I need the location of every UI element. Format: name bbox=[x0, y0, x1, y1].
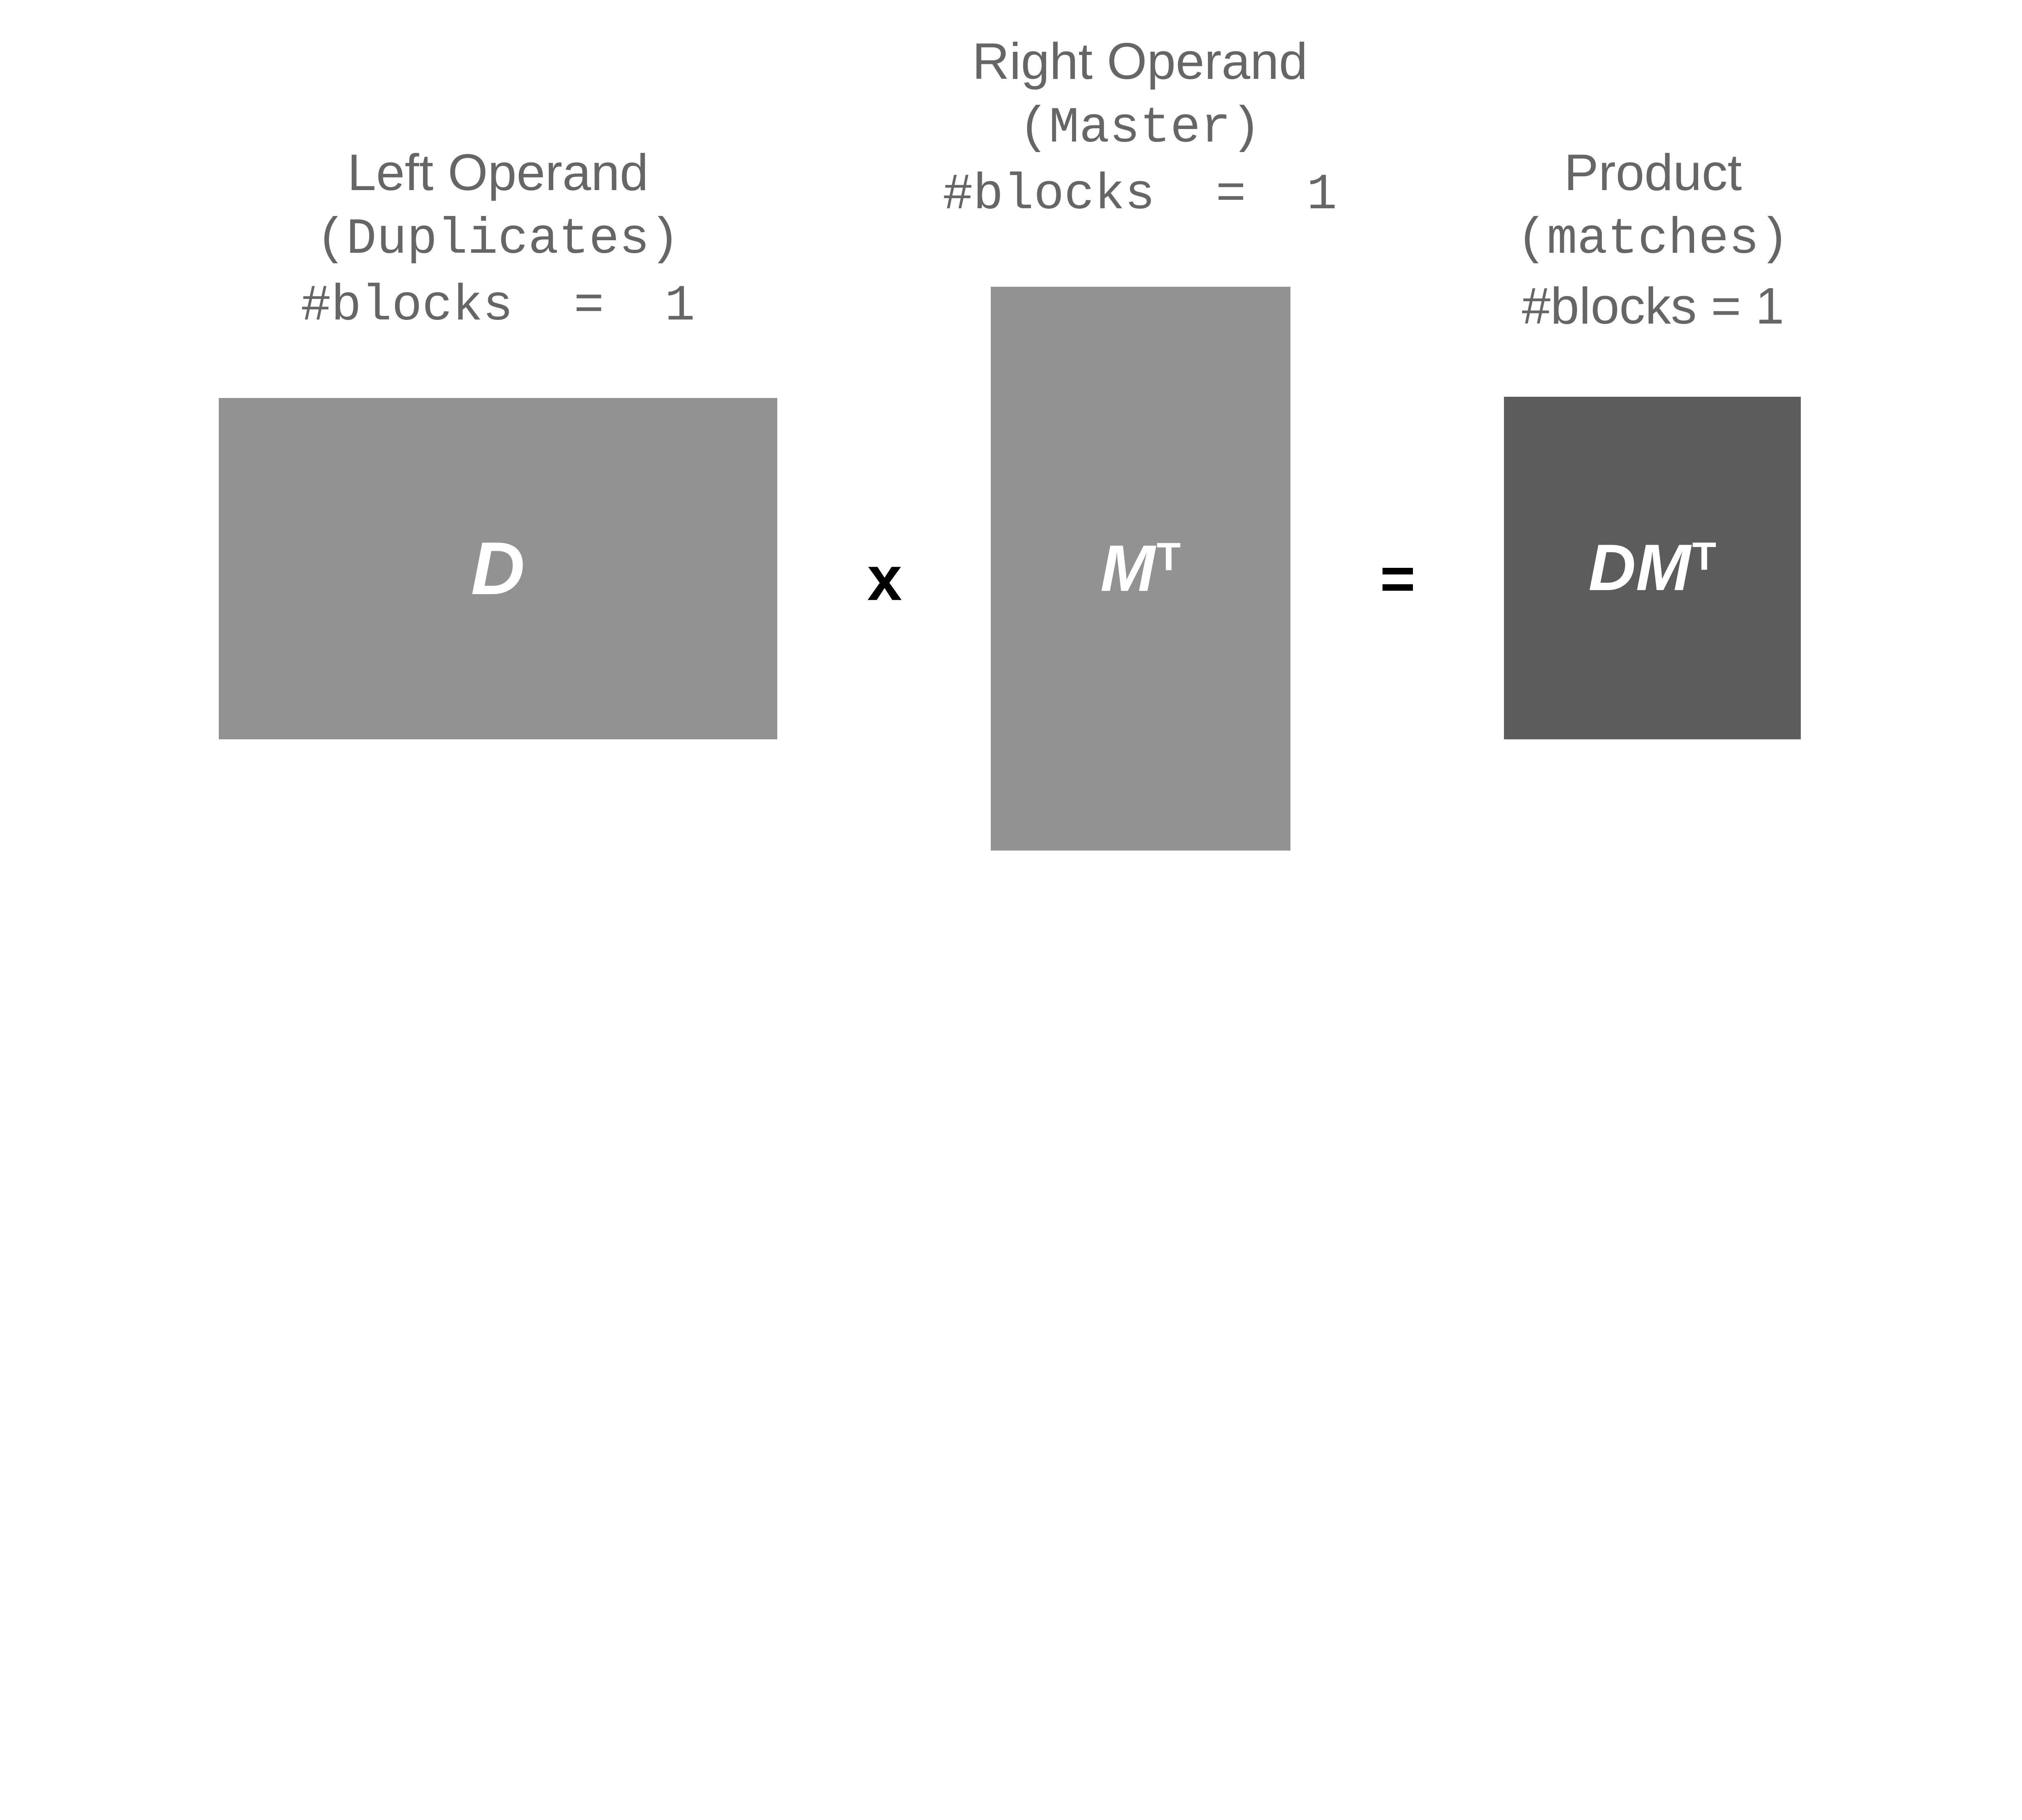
multiply-operator: x bbox=[867, 543, 902, 614]
right-operand-matrix-label-main: M bbox=[1100, 532, 1155, 605]
right-operand-blocks-count: #blocks = 1 bbox=[943, 166, 1337, 224]
product-transpose-superscript: T bbox=[1692, 534, 1717, 578]
right-operand-matrix-label: MT bbox=[1100, 535, 1181, 602]
left-operand-blocks-count: #blocks = 1 bbox=[300, 277, 695, 335]
product-matrix-label-main: DM bbox=[1588, 531, 1691, 605]
left-operand-heading: Left Operand (Duplicates) #blocks = 1 bbox=[301, 140, 695, 340]
product-subtitle: (matches) bbox=[1516, 211, 1790, 268]
left-operand-subtitle: (Duplicates) bbox=[316, 211, 680, 268]
left-operand-matrix: D bbox=[218, 398, 777, 740]
right-operand-subtitle: (Master) bbox=[1018, 99, 1261, 157]
matrix-multiplication-diagram: Left Operand (Duplicates) #blocks = 1 Ri… bbox=[218, 28, 1801, 851]
product-matrix: DMT bbox=[1504, 397, 1801, 740]
right-operand-matrix: MT bbox=[991, 287, 1290, 851]
equals-operator: = bbox=[1380, 544, 1416, 612]
left-operand-matrix-label: D bbox=[471, 527, 525, 610]
product-blocks-count: #blocks = 1 bbox=[1522, 277, 1784, 335]
product-title: Product bbox=[1564, 144, 1742, 201]
product-heading: Product (matches) #blocks = 1 bbox=[1516, 140, 1789, 340]
right-operand-title: Right Operand bbox=[972, 33, 1308, 90]
right-operand-heading: Right Operand (Master) #blocks = 1 bbox=[943, 28, 1337, 229]
left-operand-title: Left Operand bbox=[347, 144, 649, 201]
product-matrix-label: DMT bbox=[1588, 535, 1716, 601]
right-operand-transpose-superscript: T bbox=[1157, 535, 1181, 579]
